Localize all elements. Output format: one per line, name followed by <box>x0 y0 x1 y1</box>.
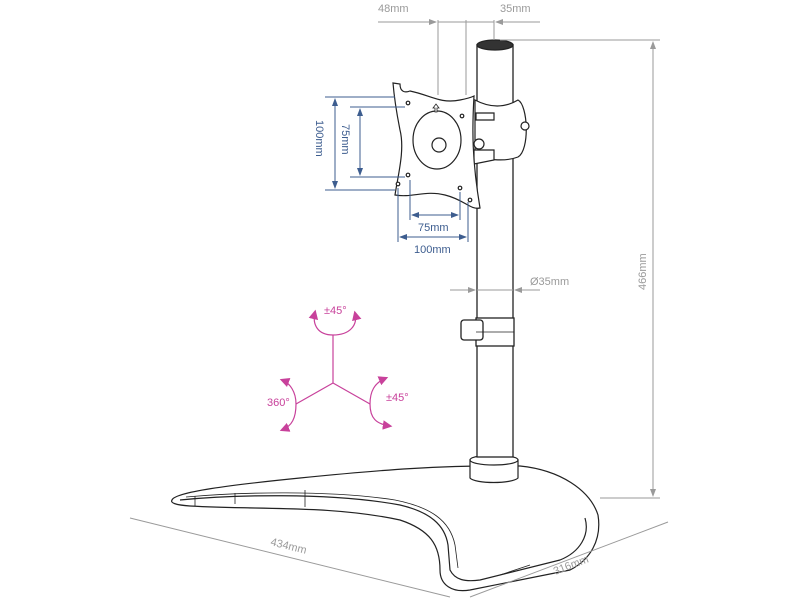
vesa-horizontal-75-label: 75mm <box>418 222 449 234</box>
pole-base-collar <box>469 454 519 484</box>
pole-diameter-label: Ø35mm <box>530 276 569 288</box>
swivel-label: ±45° <box>386 392 409 404</box>
gray-dimensions <box>129 19 669 598</box>
vesa-horizontal-100-label: 100mm <box>414 244 451 256</box>
arm-offset-label: 48mm <box>378 3 409 15</box>
rotation-indicator <box>279 309 393 432</box>
rotate-label: 360° <box>267 397 290 409</box>
vesa-plate <box>392 82 481 209</box>
vesa-dimensions <box>325 96 469 242</box>
vesa-vertical-75-label: 75mm <box>339 124 351 155</box>
stand-base <box>171 465 600 592</box>
arm-clamp <box>473 99 530 165</box>
pole-offset-label: 35mm <box>500 3 531 15</box>
height-label: 466mm <box>637 253 649 290</box>
tilt-label: ±45° <box>324 305 347 317</box>
vesa-vertical-100-label: 100mm <box>313 120 325 157</box>
